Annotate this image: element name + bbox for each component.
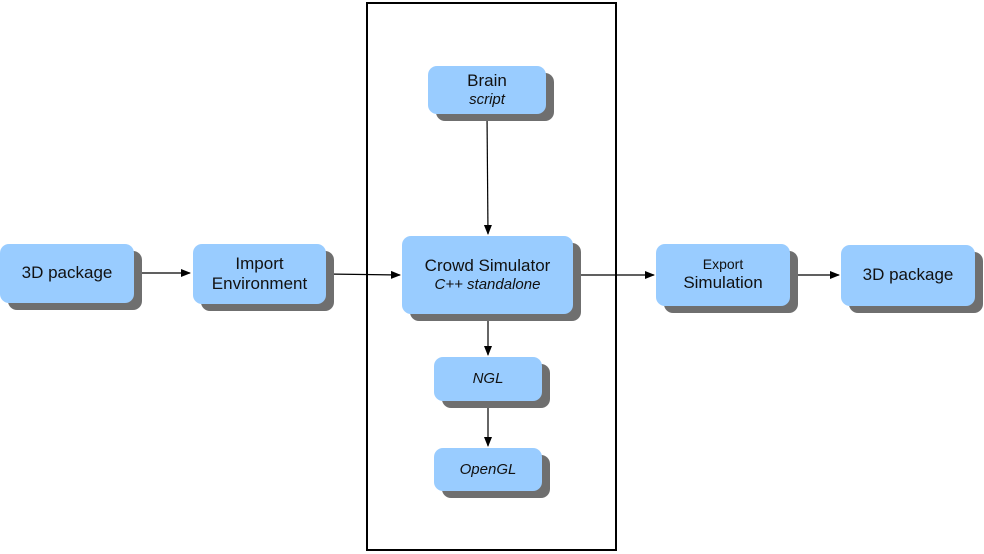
node-label: Simulation xyxy=(683,273,763,293)
node-sublabel: script xyxy=(469,91,505,109)
node-label: OpenGL xyxy=(459,460,517,478)
node-3d-package-target[interactable]: 3D package xyxy=(841,245,975,306)
crowd-simulator-boundary xyxy=(366,2,617,551)
node-label: Crowd Simulator xyxy=(424,255,551,275)
node-label: Brain xyxy=(467,70,507,90)
node-label: Export xyxy=(702,256,744,273)
node-sublabel: C++ standalone xyxy=(434,276,541,294)
node-export-simulation[interactable]: Export Simulation xyxy=(656,244,790,306)
node-ngl[interactable]: NGL xyxy=(434,357,542,401)
node-label: Import xyxy=(235,253,284,273)
node-3d-package-source[interactable]: 3D package xyxy=(0,244,134,303)
node-opengl[interactable]: OpenGL xyxy=(434,448,542,491)
node-label: NGL xyxy=(472,370,504,387)
node-label: Environment xyxy=(211,274,308,293)
node-import-environment[interactable]: Import Environment xyxy=(193,244,326,304)
node-label: 3D package xyxy=(862,265,954,285)
node-label: 3D package xyxy=(21,263,113,283)
node-crowd-simulator[interactable]: Crowd Simulator C++ standalone xyxy=(402,236,573,314)
node-brain-script[interactable]: Brain script xyxy=(428,66,546,114)
